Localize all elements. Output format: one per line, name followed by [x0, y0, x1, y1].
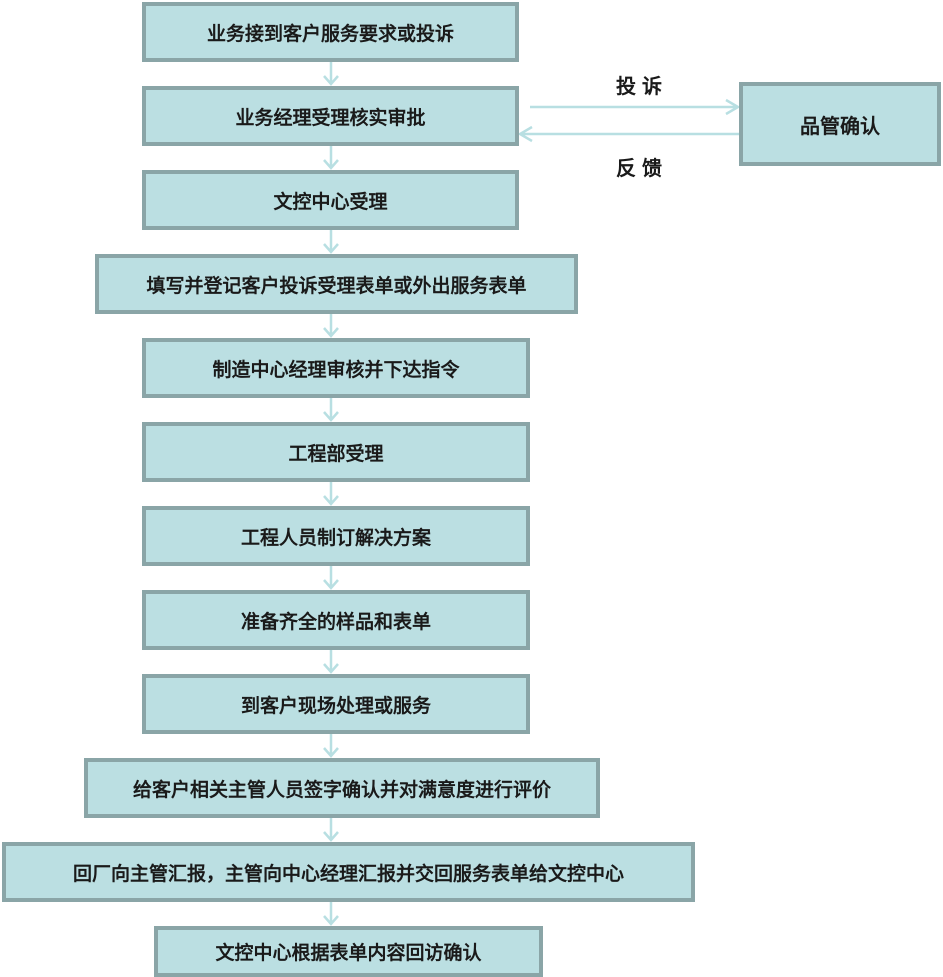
- step-6: 工程部受理: [142, 422, 530, 482]
- step-5: 制造中心经理审核并下达指令: [142, 338, 530, 398]
- complaint-label: 投诉: [616, 74, 668, 98]
- step-10: 给客户相关主管人员签字确认并对满意度进行评价: [84, 758, 600, 818]
- quality-confirm-box: 品管确认: [739, 82, 941, 166]
- complaint-arrow: [530, 98, 741, 116]
- step-4: 填写并登记客户投诉受理表单或外出服务表单: [95, 254, 578, 314]
- feedback-label: 反馈: [616, 156, 668, 180]
- step-9: 到客户现场处理或服务: [142, 674, 530, 734]
- step-8: 准备齐全的样品和表单: [142, 590, 530, 650]
- step-7: 工程人员制订解决方案: [142, 506, 530, 566]
- step-3: 文控中心受理: [142, 170, 519, 230]
- down-arrows: [323, 62, 339, 926]
- step-1: 业务接到客户服务要求或投诉: [142, 2, 519, 62]
- step-2: 业务经理受理核实审批: [142, 86, 519, 146]
- step-11: 回厂向主管汇报，主管向中心经理汇报并交回服务表单给文控中心: [2, 842, 695, 902]
- feedback-arrow: [517, 125, 775, 143]
- step-12: 文控中心根据表单内容回访确认: [154, 926, 543, 977]
